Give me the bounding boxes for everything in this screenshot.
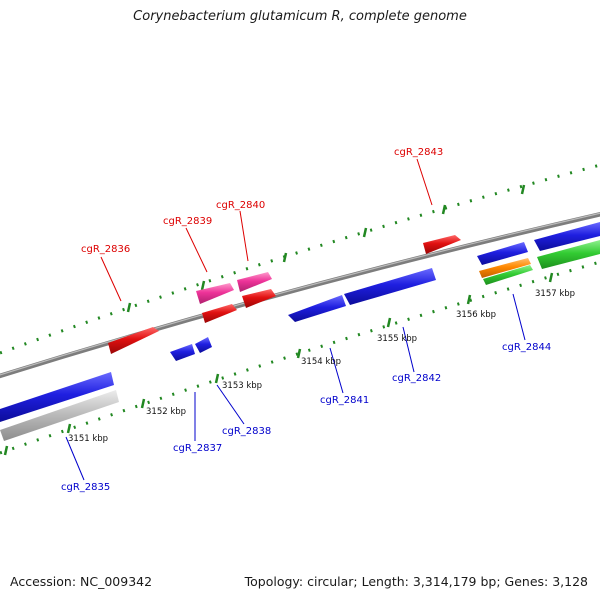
- major-tick: [520, 184, 526, 195]
- major-tick: [386, 317, 392, 328]
- gene-orange[interactable]: [479, 258, 531, 278]
- ruler-major-ticks: [3, 184, 554, 456]
- chromosome-backbone-highlight: [0, 212, 600, 376]
- gene-green-small[interactable]: [483, 265, 533, 285]
- gene-cgR_2839b[interactable]: [202, 304, 237, 323]
- reverse-leader-lines: [65, 293, 526, 481]
- major-tick: [214, 373, 220, 384]
- leader-line: [402, 326, 415, 373]
- gene-green-right[interactable]: [537, 240, 600, 269]
- leader-line: [100, 256, 122, 302]
- gene-label-cgR_2837[interactable]: cgR_2837: [173, 443, 222, 454]
- forward-leader-lines: [100, 158, 433, 302]
- gene-cgR_2835[interactable]: [0, 372, 114, 422]
- gene-label-cgR_2843[interactable]: cgR_2843: [394, 147, 443, 158]
- gene-cgR_2838[interactable]: [195, 337, 212, 353]
- kbp-label: 3157 kbp: [535, 289, 575, 299]
- leader-line: [65, 436, 85, 481]
- chromosome-backbone: [0, 211, 600, 379]
- gene-cgR_2840a[interactable]: [237, 272, 272, 292]
- kbp-label: 3153 kbp: [222, 381, 262, 391]
- kbp-label: 3155 kbp: [377, 334, 417, 344]
- kbp-label: 3151 kbp: [68, 434, 108, 444]
- gene-label-cgR_2838[interactable]: cgR_2838: [222, 426, 271, 437]
- gene-cgR_2835-gray[interactable]: [0, 390, 119, 441]
- major-tick: [282, 252, 288, 263]
- gene-cgR_2844[interactable]: [477, 242, 528, 265]
- leader-line: [512, 293, 526, 341]
- major-tick: [126, 302, 132, 313]
- gene-blue-right[interactable]: [534, 222, 600, 251]
- gene-label-cgR_2839[interactable]: cgR_2839: [163, 216, 212, 227]
- major-tick: [140, 398, 146, 409]
- major-tick: [3, 445, 9, 456]
- leader-line: [239, 210, 249, 262]
- accession-text: Accession: NC_009342: [10, 574, 153, 589]
- major-tick: [66, 423, 72, 434]
- leader-line: [216, 384, 245, 425]
- leader-line: [329, 347, 344, 394]
- major-tick: [200, 280, 206, 291]
- kbp-label: 3152 kbp: [146, 407, 186, 417]
- forward-ruler-track: [0, 163, 600, 355]
- kbp-label: 3154 kbp: [301, 357, 341, 367]
- gene-cgR_2841[interactable]: [288, 295, 346, 322]
- leader-line: [185, 227, 208, 273]
- gene-cgR_2837[interactable]: [170, 344, 195, 361]
- gene-label-cgR_2844[interactable]: cgR_2844: [502, 342, 551, 353]
- major-tick: [296, 348, 302, 359]
- gene-label-cgR_2835[interactable]: cgR_2835: [61, 482, 110, 493]
- gene-cgR_2836[interactable]: [108, 327, 159, 354]
- major-tick: [441, 204, 447, 215]
- gene-label-cgR_2841[interactable]: cgR_2841: [320, 395, 369, 406]
- map-title: Corynebacterium glutamicum R, complete g…: [133, 9, 467, 24]
- gene-label-cgR_2836[interactable]: cgR_2836: [81, 244, 130, 255]
- gene-label-cgR_2840[interactable]: cgR_2840: [216, 200, 265, 211]
- gene-cgR_2839a[interactable]: [196, 283, 234, 304]
- major-tick: [548, 272, 554, 283]
- major-tick: [362, 227, 368, 238]
- gene-cgR_2842[interactable]: [344, 268, 436, 305]
- gene-cgR_2840b[interactable]: [242, 289, 276, 308]
- gene-cgR_2843[interactable]: [423, 235, 461, 254]
- gene-label-cgR_2842[interactable]: cgR_2842: [392, 373, 441, 384]
- topology-text: Topology: circular; Length: 3,314,179 bp…: [244, 574, 588, 589]
- leader-line: [416, 158, 433, 206]
- major-tick: [466, 294, 472, 305]
- kbp-label: 3156 kbp: [456, 310, 496, 320]
